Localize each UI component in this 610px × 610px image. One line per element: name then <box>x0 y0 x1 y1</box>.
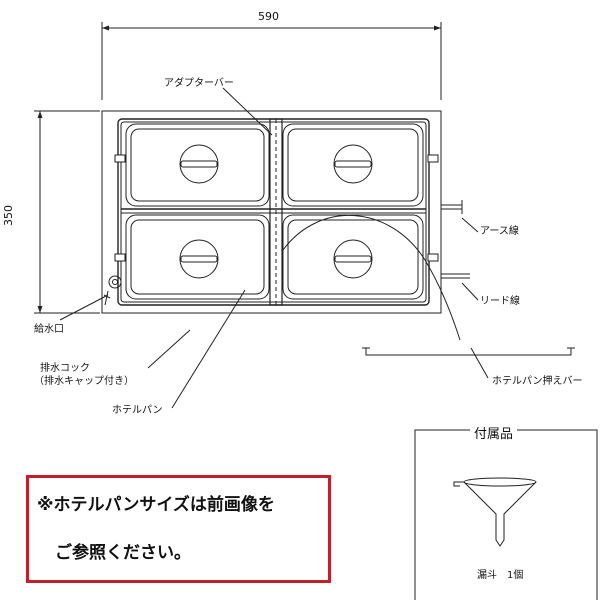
width-dimension-line <box>101 22 442 100</box>
accessories-title: 付属品 <box>470 423 518 442</box>
inner-frame <box>117 118 430 306</box>
outer-body <box>101 110 442 314</box>
hotel-pan-label: ホテルパン <box>112 405 163 416</box>
drain-cap-label: （排水キャップ付き） <box>34 376 134 387</box>
notice-line-1: ※ホテルパンサイズは前画像を <box>37 495 275 515</box>
earth-wire-label: アース線 <box>480 226 519 237</box>
hotel-pan <box>125 123 270 207</box>
funnel-icon <box>453 477 537 547</box>
height-dimension-line <box>34 110 100 314</box>
hotel-pan <box>282 123 424 207</box>
pan-holder-bar <box>362 347 575 356</box>
adapter-bar-label: アダプターバー <box>164 78 234 89</box>
height-dimension: 350 <box>2 205 15 226</box>
earth-wire <box>441 200 463 214</box>
drain-cock-label: 排水コック <box>40 363 90 374</box>
pan-holder-bar-label: ホテルパン押えバー <box>492 376 583 387</box>
lead-wire-label: リード線 <box>480 296 520 307</box>
notice-line-2: ご参照ください。 <box>55 543 191 563</box>
adapter-bar <box>269 118 283 306</box>
pan-holder-bar-arc <box>282 214 461 341</box>
lead-wire <box>441 273 470 279</box>
drain-cock <box>103 275 122 306</box>
notice-box: ※ホテルパンサイズは前画像を ご参照ください。 <box>26 475 331 583</box>
width-dimension: 590 <box>258 10 279 23</box>
water-inlet-label: 給水口 <box>34 324 64 335</box>
hotel-pan <box>282 214 424 300</box>
hotel-pan <box>125 214 270 300</box>
accessory-item: 漏斗 1個 <box>477 570 524 581</box>
